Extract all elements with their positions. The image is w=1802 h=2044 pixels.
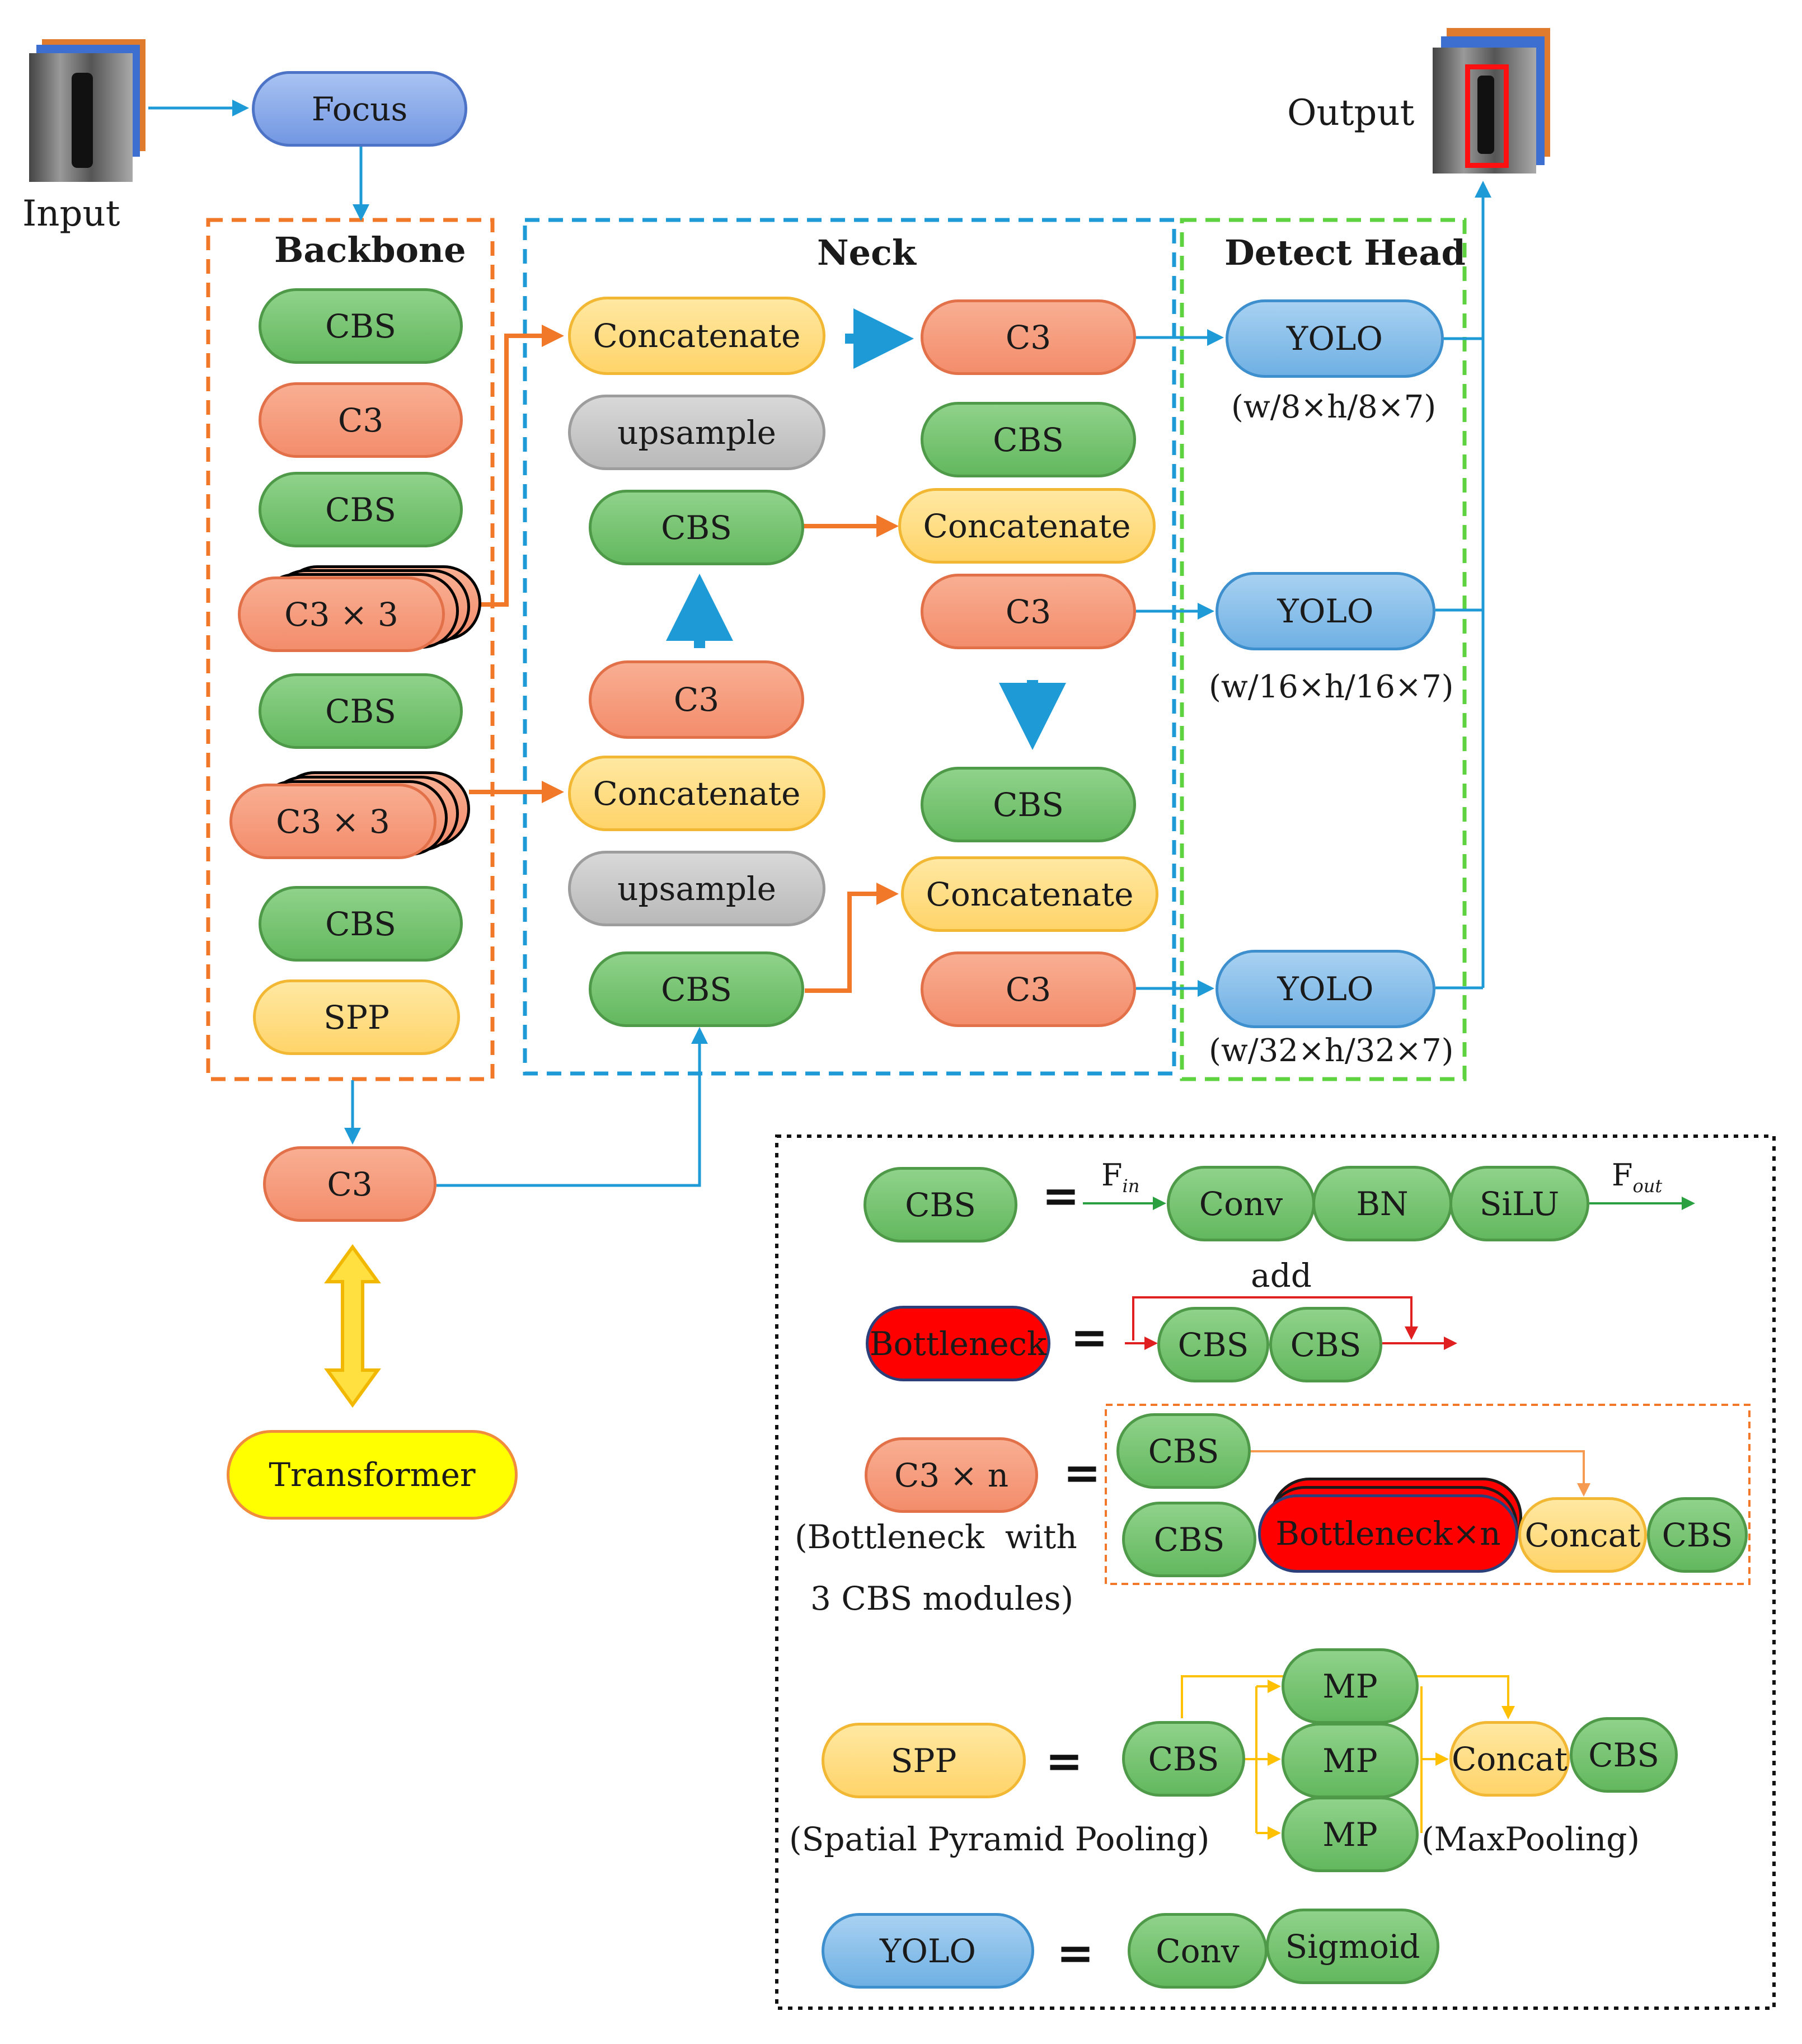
head-yolo-2: YOLO [1216,572,1435,650]
backbone-c3x3-2: C3 × 3 [229,784,437,859]
legend-bottleneck-cbs-2: CBS [1269,1307,1382,1382]
legend-c3n-cbs-left: CBS [1122,1502,1256,1577]
head-yolo-1: YOLO [1226,299,1444,378]
head-size-1: (w/8×h/8×7) [1231,389,1437,425]
legend-spp-mp-desc: (MaxPooling) [1421,1820,1640,1858]
legend-c3n-cbs-right: CBS [1647,1497,1748,1573]
legend-spp: SPP [822,1723,1026,1798]
fin-symbol: F [1101,1157,1123,1193]
backbone-cbs-4: CBS [259,886,463,962]
neck-concatenate-3: Concatenate [898,488,1156,564]
neck-c3-4: C3 [921,951,1136,1027]
head-title: Detect Head [1224,232,1466,273]
legend-cbs-fout: Fout [1612,1157,1662,1197]
c3n-skip-path [1248,1450,1590,1497]
legend-frame [775,1134,1776,2010]
backbone-cbs-1: CBS [259,288,463,364]
fout-symbol: F [1612,1157,1633,1193]
legend-cbs-equals: = [1042,1170,1080,1222]
fin-subscript: in [1122,1175,1140,1197]
legend-bottleneck-add: add [1251,1257,1312,1295]
legend-c3n: C3 × n [865,1437,1038,1513]
neck-c3-1: C3 [589,660,804,739]
legend-bottleneck-equals: = [1071,1311,1109,1363]
neck-concatenate-4: Concatenate [901,856,1158,932]
spp-branch-out [1420,1686,1447,1833]
neck-title: Neck [817,232,916,273]
neck-cbs-2: CBS [589,951,804,1027]
extra-c3: C3 [263,1146,437,1222]
legend-c3n-desc-2: 3 CBS modules) [810,1579,1074,1618]
legend-c3n-equals: = [1063,1447,1101,1499]
legend-yolo-sigmoid: Sigmoid [1266,1909,1439,1984]
legend-spp-equals: = [1045,1735,1083,1787]
legend-spp-mp-3: MP [1282,1797,1419,1872]
backbone-cbs-3: CBS [259,673,463,749]
legend-yolo-equals: = [1057,1927,1095,1979]
neck-cbs-3: CBS [921,402,1136,477]
neck-c3-2: C3 [921,299,1136,375]
backbone-c3-1: C3 [259,382,463,458]
fout-subscript: out [1632,1175,1663,1197]
legend-bottleneck-cbs-1: CBS [1157,1307,1269,1382]
neck-c3-3: C3 [921,574,1136,649]
c3x3-top-to-concat-arrow [476,325,564,607]
focus-node: Focus [252,71,467,147]
backbone-cbs-2: CBS [259,472,463,547]
legend-spp-mp-2: MP [1282,1723,1419,1798]
legend-cbs-bn: BN [1312,1166,1452,1241]
legend-spp-cbs: CBS [1122,1721,1245,1797]
legend-spp-concat: Concat [1449,1721,1570,1797]
legend-cbs-silu: SiLU [1449,1166,1589,1241]
legend-yolo-conv: Conv [1128,1913,1268,1989]
transformer-node: Transformer [227,1430,518,1520]
transformer-double-arrow [324,1244,381,1408]
backbone-spp: SPP [253,979,460,1055]
head-yolo-3: YOLO [1216,950,1435,1028]
neck-upsample-1: upsample [568,395,825,470]
legend-cbs-fin: Fin [1101,1157,1139,1197]
legend-cbs-conv: Conv [1167,1166,1315,1241]
c3n-detail-frame [1105,1404,1751,1585]
cbs-bottom-to-concat-orange-arrow [805,883,899,993]
head-frame [1180,218,1467,1081]
legend-cbs: CBS [864,1167,1017,1243]
legend-spp-mp-1: MP [1282,1648,1419,1724]
head-size-2: (w/16×h/16×7) [1209,669,1454,705]
legend-spp-cbs-out: CBS [1570,1717,1678,1793]
neck-upsample-2: upsample [568,851,825,926]
legend-c3n-cbs-top: CBS [1116,1413,1251,1489]
legend-c3n-concat: Concat [1518,1497,1647,1573]
neck-cbs-4: CBS [921,767,1136,842]
head-size-3: (w/32×h/32×7) [1209,1033,1454,1069]
legend-bottleneck: Bottleneck [866,1306,1050,1381]
legend-c3n-desc-1: (Bottleneck with [795,1518,1077,1556]
input-label: Input [22,193,120,235]
legend-c3n-bottleneck: Bottleneck×n [1258,1494,1518,1573]
neck-cbs-1: CBS [589,490,804,565]
output-label: Output [1287,92,1415,134]
c3-to-neck-cbs-arrow [437,1027,708,1187]
backbone-frame [206,218,495,1081]
backbone-c3x3-1: C3 × 3 [238,576,445,652]
bottleneck-skip-path [1132,1296,1418,1340]
neck-concatenate-2: Concatenate [568,756,825,831]
backbone-title: Backbone [274,229,466,270]
legend-spp-desc: (Spatial Pyramid Pooling) [789,1820,1210,1858]
legend-yolo: YOLO [822,1913,1034,1989]
neck-concatenate-1: Concatenate [568,297,825,375]
